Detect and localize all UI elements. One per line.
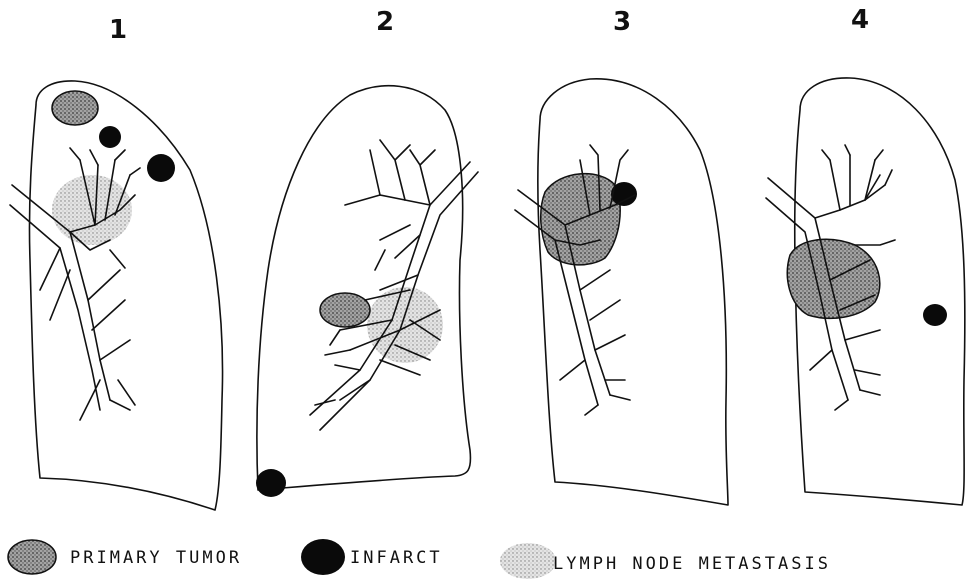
infarct-swatch bbox=[301, 539, 345, 575]
panel-3 bbox=[515, 79, 728, 505]
panel-1 bbox=[10, 81, 223, 510]
legend-label-primary-tumor: PRIMARY TUMOR bbox=[70, 548, 242, 568]
lymph-node-metastasis-swatch bbox=[500, 543, 556, 579]
infarct-2 bbox=[147, 154, 175, 182]
infarct-1 bbox=[99, 126, 121, 148]
legend-label-lymph-node-metastasis: LYMPH NODE METASTASIS bbox=[553, 554, 831, 574]
panel-number-1: 1 bbox=[109, 15, 127, 45]
panel-number-4: 4 bbox=[851, 5, 869, 35]
panel-4 bbox=[766, 78, 965, 505]
panel-2 bbox=[256, 86, 478, 497]
legend-item-primary-tumor: PRIMARY TUMOR bbox=[8, 540, 242, 574]
lung-outline-3 bbox=[538, 79, 728, 505]
panel-number-3: 3 bbox=[613, 7, 631, 37]
infarct-1 bbox=[256, 469, 286, 497]
legend-item-lymph-node-metastasis: LYMPH NODE METASTASIS bbox=[500, 543, 831, 579]
primary-tumor bbox=[52, 91, 98, 125]
bronchial-tree-2 bbox=[310, 140, 478, 430]
legend-label-infarct: INFARCT bbox=[350, 548, 443, 568]
lung-outline-1 bbox=[29, 81, 222, 510]
primary-tumor-swatch bbox=[8, 540, 56, 574]
legend: PRIMARY TUMOR INFARCT LYMPH NODE METASTA… bbox=[8, 539, 831, 579]
legend-item-infarct: INFARCT bbox=[301, 539, 443, 575]
lung-outline-2 bbox=[257, 86, 471, 490]
panel-number-2: 2 bbox=[376, 7, 394, 37]
lymph-node-metastasis bbox=[367, 287, 443, 363]
primary-tumor bbox=[320, 293, 370, 327]
infarct-1 bbox=[923, 304, 947, 326]
